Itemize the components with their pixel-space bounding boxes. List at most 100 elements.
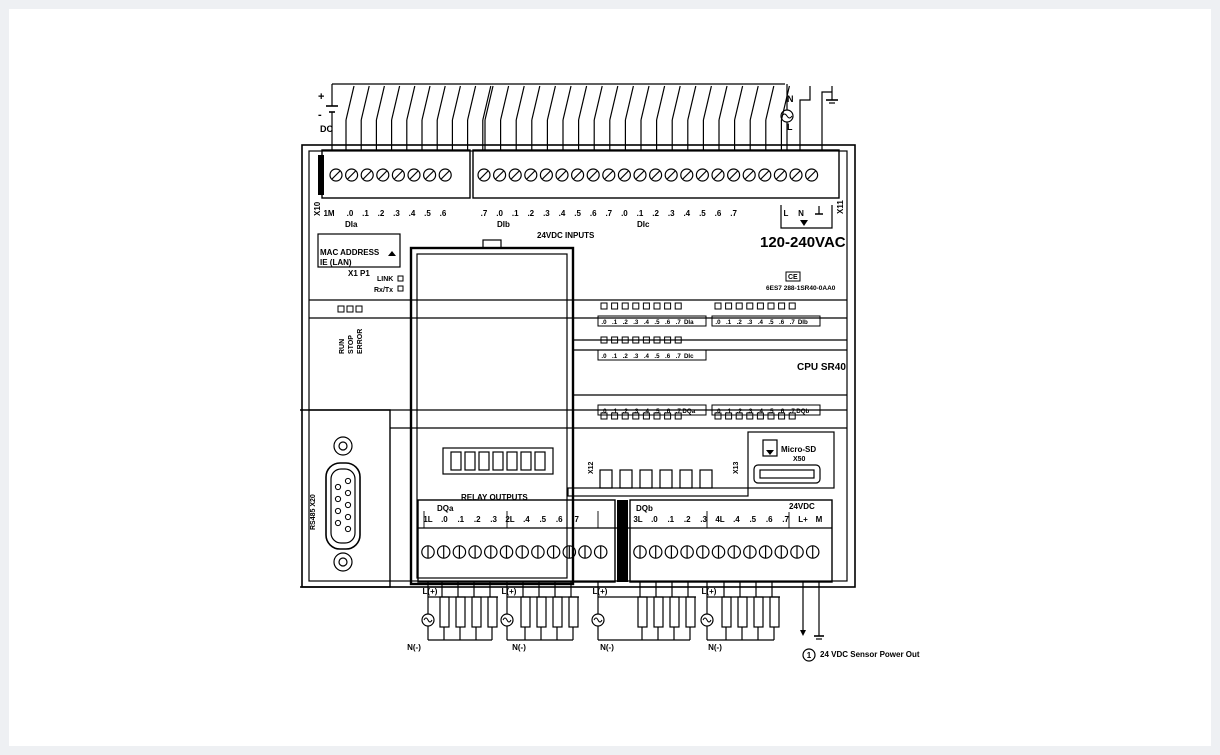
- input-switch: [546, 85, 556, 121]
- input-terminal-label: .0: [621, 209, 628, 218]
- led-row-label: .4: [644, 319, 650, 326]
- led-row-label: .0: [601, 408, 607, 415]
- led-row-label: .6: [665, 319, 671, 326]
- screw-slot: [362, 170, 372, 180]
- screw-slot: [495, 170, 505, 180]
- power-arrow-icon: [800, 220, 808, 226]
- led-label-strip: [597, 315, 707, 327]
- load-resistor: [637, 596, 648, 628]
- ac-wave: [502, 617, 512, 623]
- input-switch: [482, 85, 492, 121]
- x12-pin: [450, 451, 462, 471]
- sensor-supply-label: 24VDC: [789, 502, 815, 511]
- led-row-label: .4: [644, 353, 650, 360]
- status-led: [337, 305, 345, 313]
- screw-slot: [541, 170, 551, 180]
- screw-slot: [393, 170, 403, 180]
- x12-pin: [506, 451, 518, 471]
- center-cover-inner: [416, 253, 568, 579]
- io-led: [735, 412, 743, 420]
- output-terminal-label: .3: [490, 515, 497, 524]
- led-row-label: .0: [715, 319, 721, 326]
- led-row-label: .6: [779, 319, 785, 326]
- load-resistor: [568, 596, 579, 628]
- input-terminal-label: .6: [440, 209, 447, 218]
- screw-slot: [573, 170, 583, 180]
- led-row-label: .3: [747, 408, 753, 415]
- output-screw: [695, 545, 710, 559]
- io-led: [767, 302, 775, 310]
- io-led: [725, 412, 733, 420]
- input-block-latch: [318, 155, 324, 195]
- neutral-label: N(-): [407, 643, 421, 652]
- input-terminal-label: .4: [409, 209, 416, 218]
- terminal-screw: [617, 168, 632, 182]
- led-row-label: .1: [612, 408, 618, 415]
- terminal-screw: [477, 168, 491, 182]
- output-screw: [633, 545, 647, 559]
- io-led: [642, 412, 650, 420]
- db9-pin: [344, 501, 352, 509]
- load-resistor: [753, 596, 764, 628]
- ie-lan-label: IE (LAN): [320, 258, 352, 267]
- input-switch: [734, 85, 744, 121]
- output-terminal-label: .6: [766, 515, 773, 524]
- io-led: [664, 412, 672, 420]
- terminal-screw: [695, 168, 710, 182]
- terminal-screw: [726, 168, 741, 182]
- led-row-label: .3: [633, 408, 639, 415]
- input-switch: [640, 85, 650, 121]
- rs485-panel: [300, 409, 391, 588]
- screw-slot: [791, 170, 801, 180]
- input-terminal-label: .7: [605, 209, 612, 218]
- input-switch: [451, 85, 461, 121]
- output-screw: [790, 545, 804, 559]
- terminal-screw: [438, 168, 452, 182]
- terminal-screw: [493, 168, 507, 182]
- input-terminal-label: .0: [347, 209, 354, 218]
- db9-screw: [333, 436, 353, 456]
- led-label-strip: [711, 315, 821, 327]
- load-resistor: [536, 596, 547, 628]
- x12-pin: [534, 451, 546, 471]
- input-block-right: [472, 149, 840, 199]
- output-terminal-label: .7: [782, 515, 789, 524]
- db9-pin: [334, 495, 342, 503]
- screw-slot: [775, 170, 785, 180]
- screw-slot: [635, 170, 645, 180]
- led-row-label: .0: [601, 353, 607, 360]
- io-led: [632, 302, 640, 310]
- input-terminal-label: .5: [699, 209, 706, 218]
- x12-pin: [492, 451, 504, 471]
- output-terminal-label: .0: [441, 515, 448, 524]
- input-switch: [500, 85, 510, 121]
- input-switch: [436, 85, 446, 121]
- mac-address-label: MAC ADDRESS: [320, 248, 380, 257]
- io-led: [725, 302, 733, 310]
- led-row-label: .2: [623, 353, 629, 360]
- terminal-screw: [539, 168, 554, 182]
- terminal-screw: [524, 168, 538, 182]
- x12-pin: [464, 451, 476, 471]
- screw-slot: [409, 170, 419, 180]
- screw-slot: [440, 170, 450, 180]
- io-led: [621, 336, 629, 344]
- io-led: [664, 336, 672, 344]
- led-row-label: .1: [612, 353, 618, 360]
- io-led: [621, 412, 629, 420]
- led-row-label: .5: [768, 319, 774, 326]
- input-terminal-label: .1: [512, 209, 519, 218]
- x12-pin: [478, 451, 490, 471]
- led-row-label: .5: [654, 319, 660, 326]
- relay-outputs-title: RELAY OUTPUTS: [461, 493, 528, 502]
- screw-slot: [760, 170, 770, 180]
- inputs-section-title: 24VDC INPUTS: [537, 231, 595, 240]
- led-row-label: .2: [737, 319, 743, 326]
- dc-minus-label: -: [318, 109, 322, 121]
- ac-wave: [702, 617, 712, 623]
- top-power-area: [326, 83, 838, 150]
- screw-slot: [378, 170, 388, 180]
- cpu-name: CPU SR40: [797, 362, 846, 373]
- x13-strip: [567, 487, 749, 497]
